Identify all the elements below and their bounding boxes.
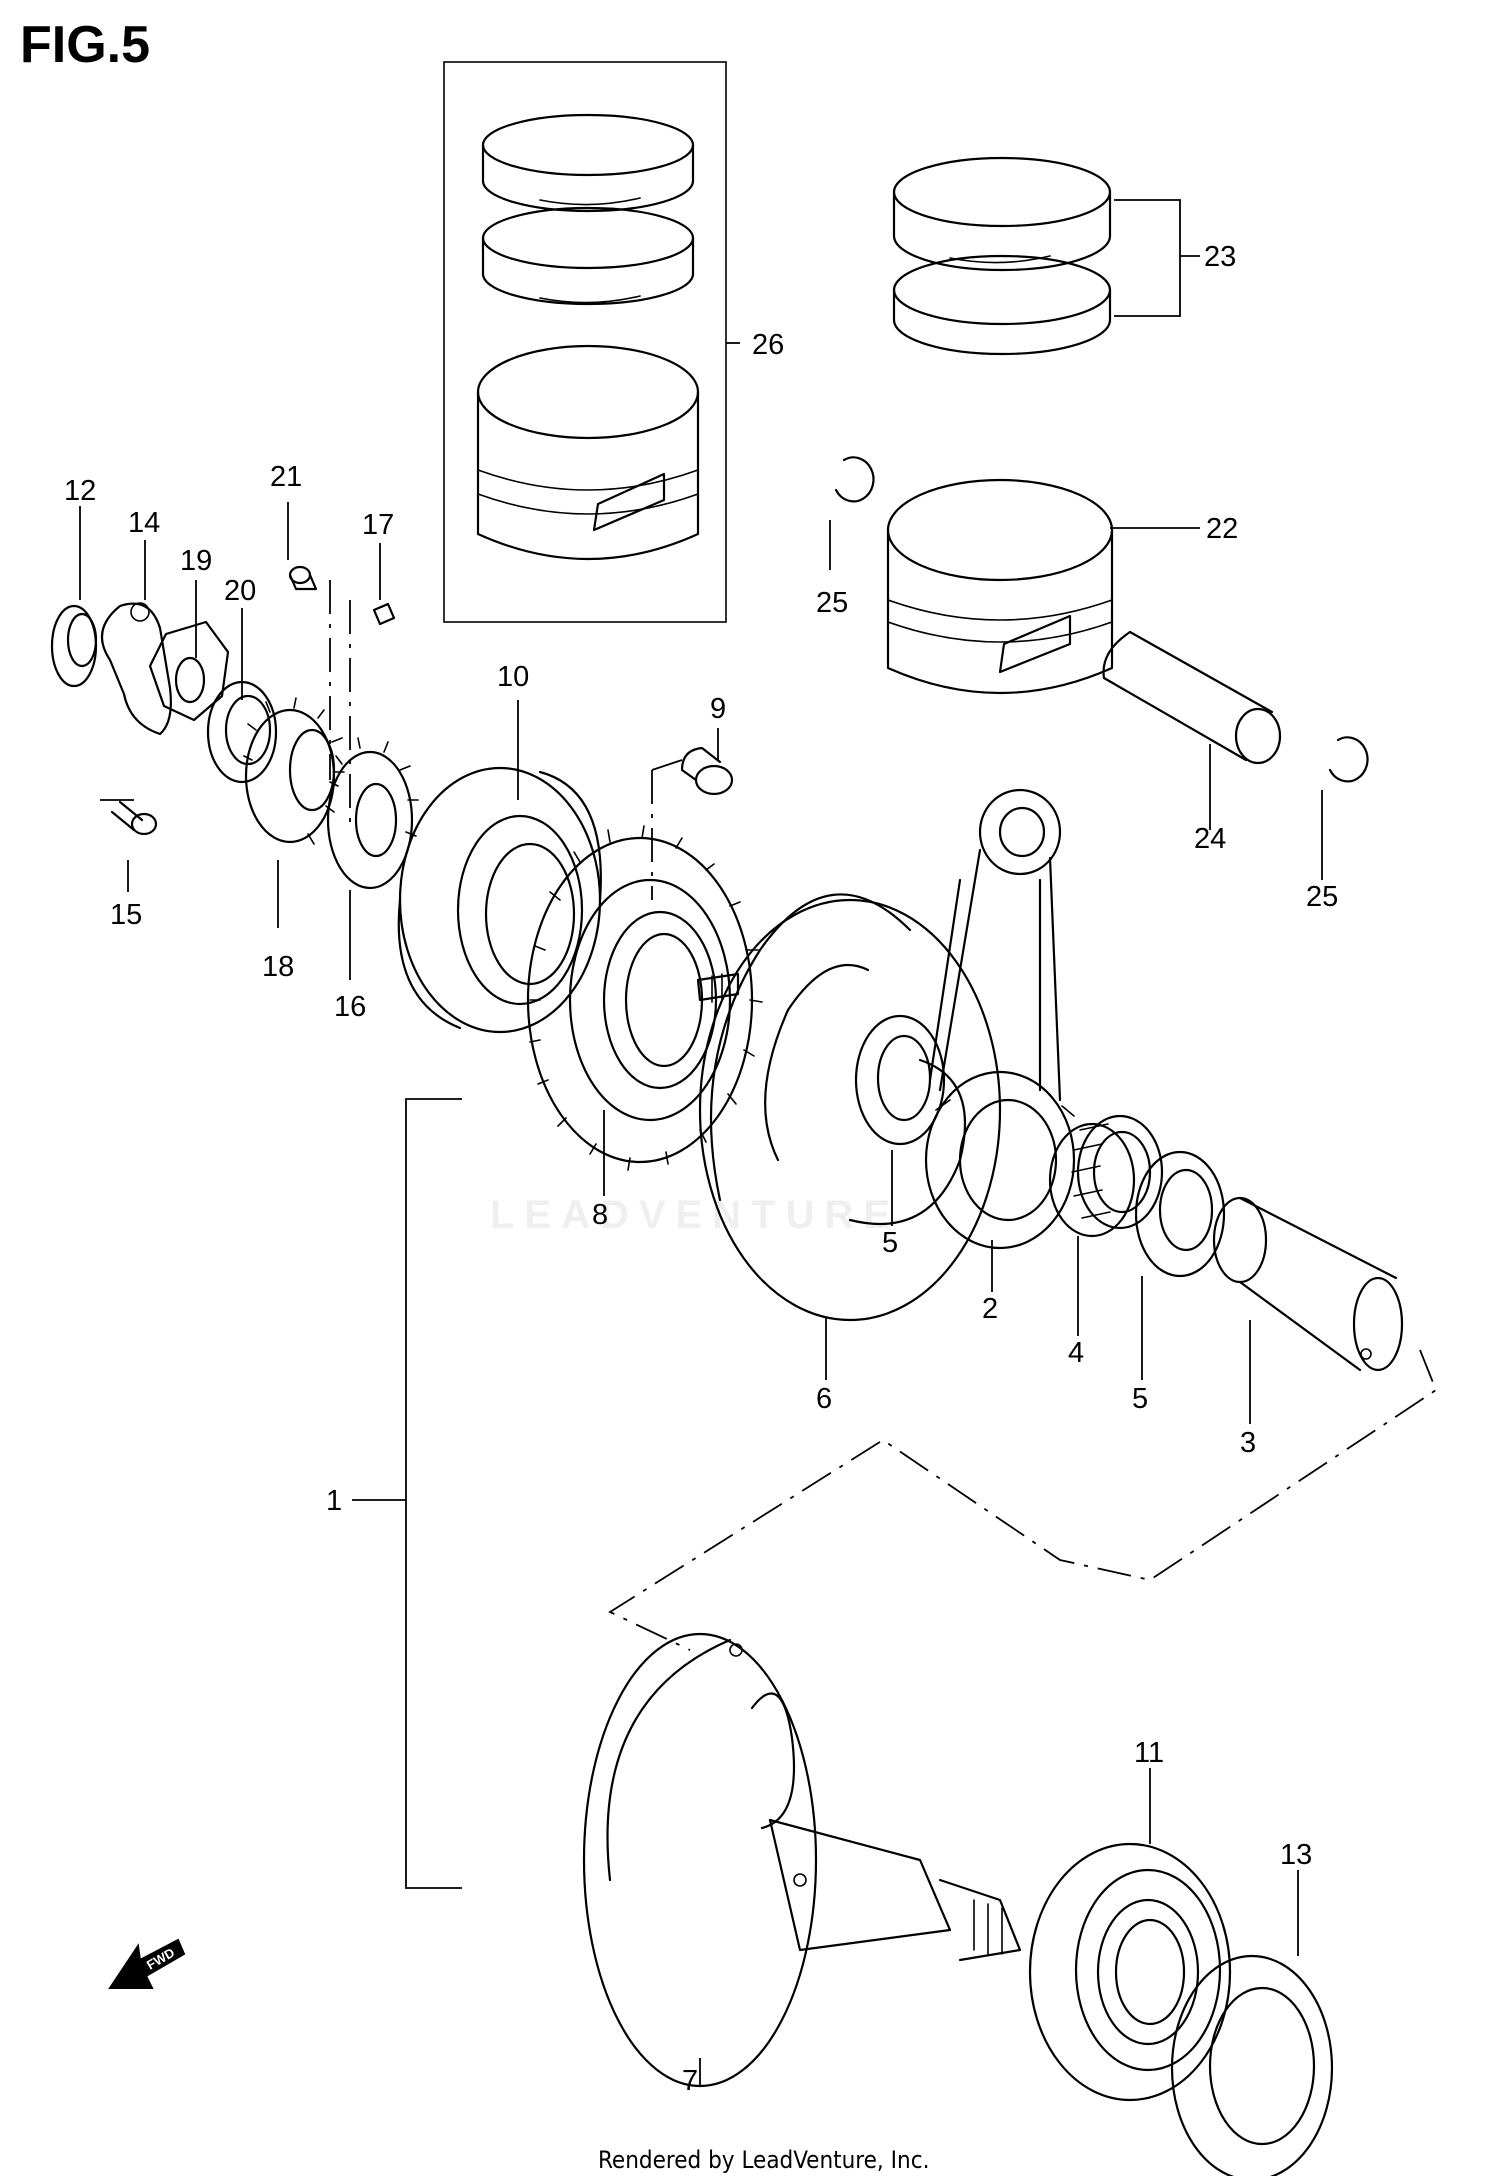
- oil-seal-12[interactable]: [50, 604, 98, 688]
- callout-25b: 25: [1306, 881, 1338, 913]
- thrust-washer-5b[interactable]: [1134, 1150, 1226, 1278]
- fwd-arrow-icon: FWD: [108, 1938, 186, 1989]
- connecting-rod-2[interactable]: [924, 788, 1076, 1250]
- callout-25a: 25: [816, 587, 848, 619]
- callout-12: 12: [64, 475, 96, 507]
- callout-21: 21: [270, 461, 302, 493]
- leader-lines: [79, 199, 1323, 2086]
- callout-8: 8: [592, 1199, 608, 1231]
- figure-title: FIG.5: [20, 16, 150, 74]
- circlip-25b[interactable]: [1328, 736, 1369, 783]
- callout-20: 20: [224, 575, 256, 607]
- crank-pin-3[interactable]: [1212, 1196, 1404, 1372]
- plug-9[interactable]: [680, 746, 734, 796]
- screw-15[interactable]: [110, 800, 158, 836]
- callout-26: 26: [752, 329, 784, 361]
- callout-17: 17: [362, 509, 394, 541]
- callout-1: 1: [326, 1485, 342, 1517]
- callout-2: 2: [982, 1293, 998, 1325]
- piston-22[interactable]: [886, 478, 1114, 695]
- callout-22: 22: [1206, 513, 1238, 545]
- pin-21[interactable]: [288, 565, 318, 591]
- callout-11: 11: [1134, 1737, 1164, 1769]
- callout-14: 14: [128, 507, 160, 539]
- callout-23: 23: [1204, 241, 1236, 273]
- callout-10: 10: [497, 661, 529, 693]
- watermark: LEADVENTURE: [490, 1193, 900, 1237]
- crankshaft-assy-bracket: [352, 1098, 462, 1889]
- lock-plate-14[interactable]: [100, 602, 172, 736]
- callout-7: 7: [682, 2065, 698, 2097]
- piston-pin-24[interactable]: [1102, 630, 1282, 765]
- crank-web-7[interactable]: [582, 1632, 1022, 2088]
- callout-4: 4: [1068, 1337, 1084, 1369]
- footer-credit: Rendered by LeadVenture, Inc.: [598, 2146, 929, 2174]
- crank-web-6[interactable]: [696, 893, 1002, 1322]
- piston-kit-26[interactable]: [443, 61, 727, 623]
- callout-18: 18: [262, 951, 294, 983]
- callout-19: 19: [180, 545, 212, 577]
- assembly-guide-lines: [100, 580, 1438, 1651]
- gear-8[interactable]: [526, 825, 763, 1171]
- nut-19[interactable]: [148, 620, 230, 722]
- key-17[interactable]: [372, 602, 396, 626]
- callout-16: 16: [334, 991, 366, 1023]
- oil-seal-13[interactable]: [1170, 1954, 1334, 2176]
- callout-9: 9: [710, 693, 726, 725]
- callout-24: 24: [1194, 823, 1226, 855]
- callout-6: 6: [816, 1383, 832, 1415]
- gear-16[interactable]: [326, 737, 419, 890]
- callout-5b: 5: [1132, 1383, 1148, 1415]
- circlip-25a[interactable]: [834, 456, 875, 503]
- bearing-11[interactable]: [1028, 1842, 1232, 2102]
- callout-labels: 1 2 3 4 5 5 6 7 8 9 10 11 12 13 14 15 16…: [64, 241, 1338, 2097]
- bearing-10[interactable]: [397, 766, 602, 1034]
- callout-5a: 5: [882, 1227, 898, 1259]
- callout-3: 3: [1240, 1427, 1256, 1459]
- piston-ring-set-23[interactable]: [892, 156, 1112, 356]
- callout-13: 13: [1280, 1839, 1312, 1871]
- callout-15: 15: [110, 899, 142, 931]
- needle-bearing-4[interactable]: [1048, 1114, 1164, 1238]
